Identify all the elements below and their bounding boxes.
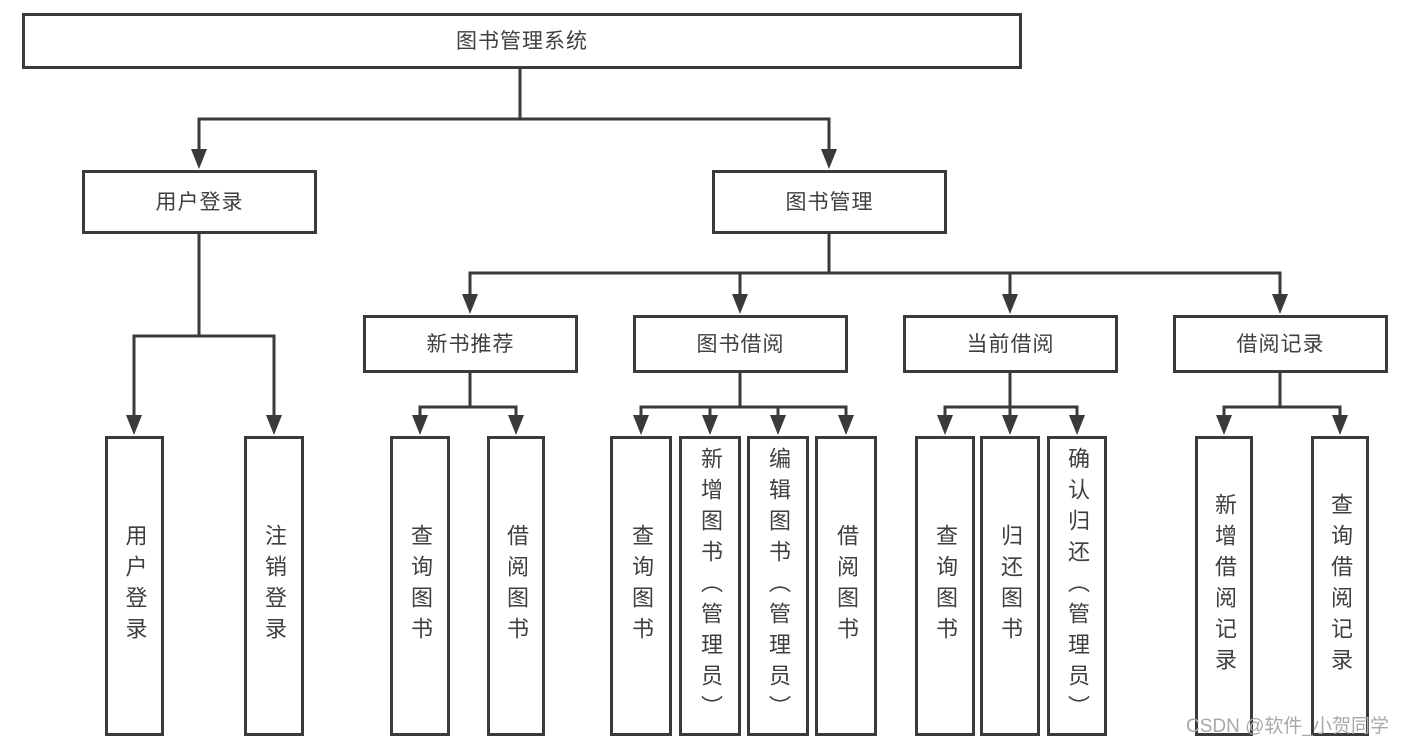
connector-userlogin-to-leaves (132, 234, 276, 416)
leaf-edit-books-admin-label: 编辑图书（管理员） (766, 446, 791, 726)
node-current-borrowing: 当前借阅 (903, 315, 1118, 373)
connector-bookmgmt-to-level3 (468, 234, 1282, 296)
arrow-down-icon (937, 415, 953, 435)
arrow-down-icon (1002, 294, 1018, 314)
arrow-down-icon (821, 149, 837, 169)
node-user-login-label: 用户登录 (155, 190, 244, 214)
arrow-down-icon (266, 415, 282, 435)
leaf-borrow-books-label: 借阅图书 (834, 524, 859, 648)
connector-bookborrow-to-leaves (639, 373, 848, 416)
leaf-add-borrow-record: 新增借阅记录 (1195, 436, 1253, 736)
arrow-down-icon (1272, 294, 1288, 314)
csdn-watermark: CSDN @软件_小贺同学 (1186, 716, 1389, 737)
leaf-borrow-books: 借阅图书 (815, 436, 877, 736)
arrow-down-icon (412, 415, 428, 435)
leaf-edit-books-admin: 编辑图书（管理员） (747, 436, 809, 736)
leaf-query-books-recommend: 查询图书 (390, 436, 450, 736)
leaf-add-borrow-record-label: 新增借阅记录 (1212, 493, 1237, 679)
leaf-query-books-recommend-label: 查询图书 (408, 524, 433, 648)
leaf-logout-label: 注销登录 (262, 524, 287, 648)
leaf-query-books-borrow: 查询图书 (610, 436, 672, 736)
node-borrowing-records-label: 借阅记录 (1236, 332, 1325, 356)
arrow-down-icon (633, 415, 649, 435)
node-new-book-recommend: 新书推荐 (363, 315, 578, 373)
arrow-down-icon (1216, 415, 1232, 435)
leaf-query-books-borrow-label: 查询图书 (629, 524, 654, 648)
arrow-down-icon (126, 415, 142, 435)
node-user-login: 用户登录 (82, 170, 317, 234)
node-book-management-label: 图书管理 (785, 190, 874, 214)
connector-root-to-level2 (197, 69, 831, 150)
leaf-query-borrow-record: 查询借阅记录 (1311, 436, 1369, 736)
node-book-borrowing-label: 图书借阅 (696, 332, 785, 356)
connector-currentborrow-to-leaves (943, 373, 1079, 416)
node-root-system: 图书管理系统 (22, 13, 1022, 69)
leaf-user-login-label: 用户登录 (122, 524, 148, 648)
arrow-down-icon (702, 415, 718, 435)
connector-newbook-to-leaves (418, 373, 518, 416)
leaf-confirm-return-admin-label: 确认归还（管理员） (1065, 446, 1090, 726)
leaf-return-books-label: 归还图书 (998, 524, 1023, 648)
node-current-borrowing-label: 当前借阅 (966, 332, 1055, 356)
leaf-return-books: 归还图书 (980, 436, 1040, 736)
leaf-borrow-books-recommend: 借阅图书 (487, 436, 545, 736)
leaf-logout: 注销登录 (244, 436, 304, 736)
arrow-down-icon (1069, 415, 1085, 435)
leaf-user-login: 用户登录 (105, 436, 164, 736)
leaf-add-books-admin-label: 新增图书（管理员） (698, 446, 723, 726)
arrow-down-icon (770, 415, 786, 435)
leaf-query-borrow-record-label: 查询借阅记录 (1328, 493, 1353, 679)
arrow-down-icon (838, 415, 854, 435)
arrow-down-icon (732, 294, 748, 314)
leaf-query-books-current: 查询图书 (915, 436, 975, 736)
leaf-confirm-return-admin: 确认归还（管理员） (1047, 436, 1107, 736)
node-borrowing-records: 借阅记录 (1173, 315, 1388, 373)
arrow-down-icon (1332, 415, 1348, 435)
arrow-down-icon (462, 294, 478, 314)
arrow-down-icon (191, 149, 207, 169)
node-book-management: 图书管理 (712, 170, 947, 234)
node-new-book-recommend-label: 新书推荐 (426, 332, 515, 356)
arrow-down-icon (1002, 415, 1018, 435)
leaf-query-books-current-label: 查询图书 (933, 524, 958, 648)
node-root-label: 图书管理系统 (456, 29, 588, 53)
node-book-borrowing: 图书借阅 (633, 315, 848, 373)
leaf-borrow-books-recommend-label: 借阅图书 (504, 524, 529, 648)
connector-borrowrecords-to-leaves (1222, 373, 1342, 416)
leaf-add-books-admin: 新增图书（管理员） (679, 436, 741, 736)
arrow-down-icon (508, 415, 524, 435)
